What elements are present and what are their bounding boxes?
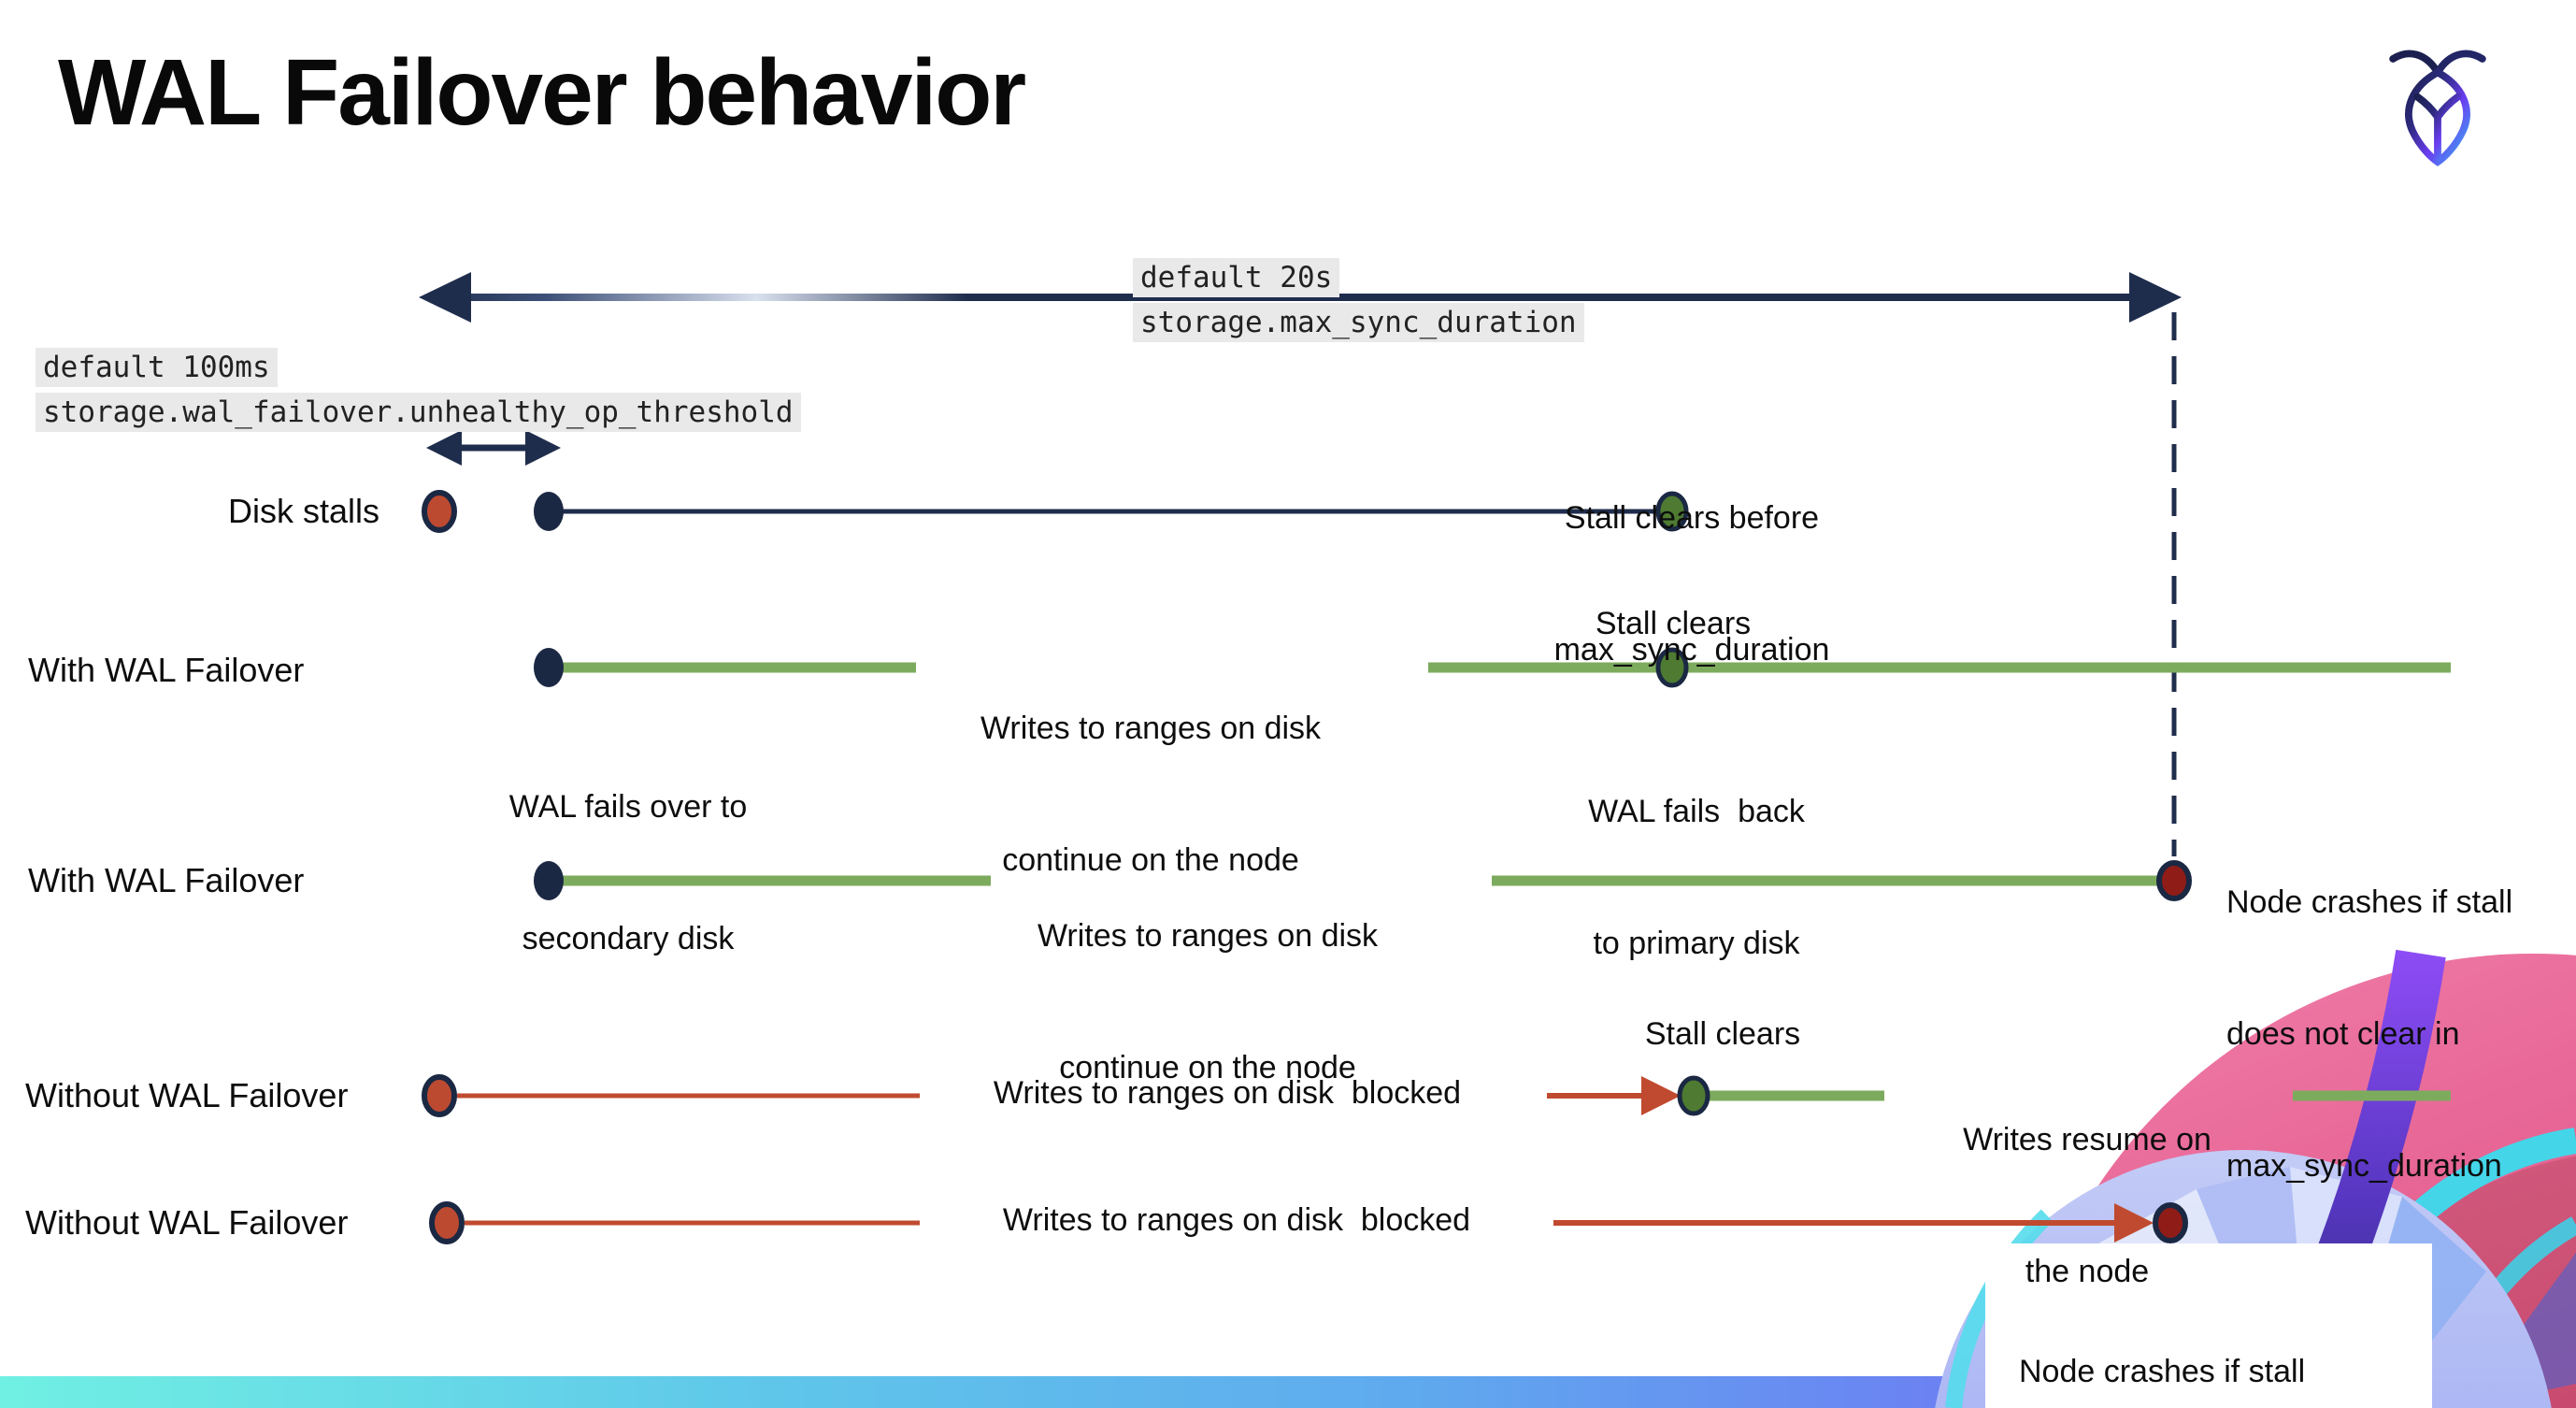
row-label-without-wal-failover-2: Without WAL Failover [25,1203,349,1242]
stall-clears-dot [1677,1075,1710,1116]
annotation-writes-continue-row2: Writes to ranges on disk continue on the… [980,711,1322,878]
annotation-stall-clears-row4: Stall clears [1644,1016,1801,1052]
threshold-default-value: default 100ms [36,348,278,387]
row-label-with-wal-failover-2: With WAL Failover [28,861,305,899]
row-label-without-wal-failover-1: Without WAL Failover [25,1076,349,1114]
max-sync-default-value: default 20s [1133,258,1340,297]
annotation-writes-continue-row3: Writes to ranges on disk continue on the… [1037,918,1379,1085]
disk-stall-start-dot [422,1074,457,1117]
arrowhead-right-icon [1641,1076,1681,1115]
disk-stall-start-dot [422,490,457,533]
annotation-node-crashes-row3: Node crashes if stall does not clear in … [2226,884,2513,1184]
page-title: WAL Failover behavior [58,40,1026,145]
artwork-cyan-rim [1945,1209,2054,1408]
max-sync-config-annotation: default 20s storage.max_sync_duration [1133,258,1584,348]
threshold-config-annotation: default 100ms storage.wal_failover.unhea… [36,348,801,438]
annotation-stall-clears-row2: Stall clears [1595,606,1752,641]
annotation-wal-fails-over: WAL fails over to secondary disk [508,789,748,956]
threshold-reached-dot [534,492,564,531]
annotation-node-crashes-row5: Node crashes if stall does not clear in … [2019,1354,2306,1389]
threshold-setting-name: storage.wal_failover.unhealthy_op_thresh… [36,393,801,432]
cockroachdb-logo-icon [2389,50,2486,166]
timeline-row-with-failover-clears [534,647,2451,688]
row-label-disk-stalls: Disk stalls [228,492,380,530]
disk-stall-start-dot [429,1201,465,1244]
timeline-row-disk-stalls [422,490,1689,533]
annotation-writes-resume: Writes resume on the node [1963,1122,2211,1289]
max-sync-setting-name: storage.max_sync_duration [1133,303,1584,342]
annotation-writes-blocked-row5: Writes to ranges on disk blocked [1002,1202,1471,1238]
annotation-writes-blocked-row4: Writes to ranges on disk blocked [993,1075,1462,1111]
arrowhead-left-icon [419,272,471,323]
row-label-with-wal-failover-1: With WAL Failover [28,651,305,689]
annotation-wal-fails-back: WAL fails back to primary disk [1588,794,1805,961]
failover-dot [534,648,564,687]
arrowhead-right-icon [2129,272,2182,323]
node-crash-dot [2156,860,2192,901]
node-crashes-callout-box: Node crashes if stall does not clear in … [1985,1243,2432,1408]
